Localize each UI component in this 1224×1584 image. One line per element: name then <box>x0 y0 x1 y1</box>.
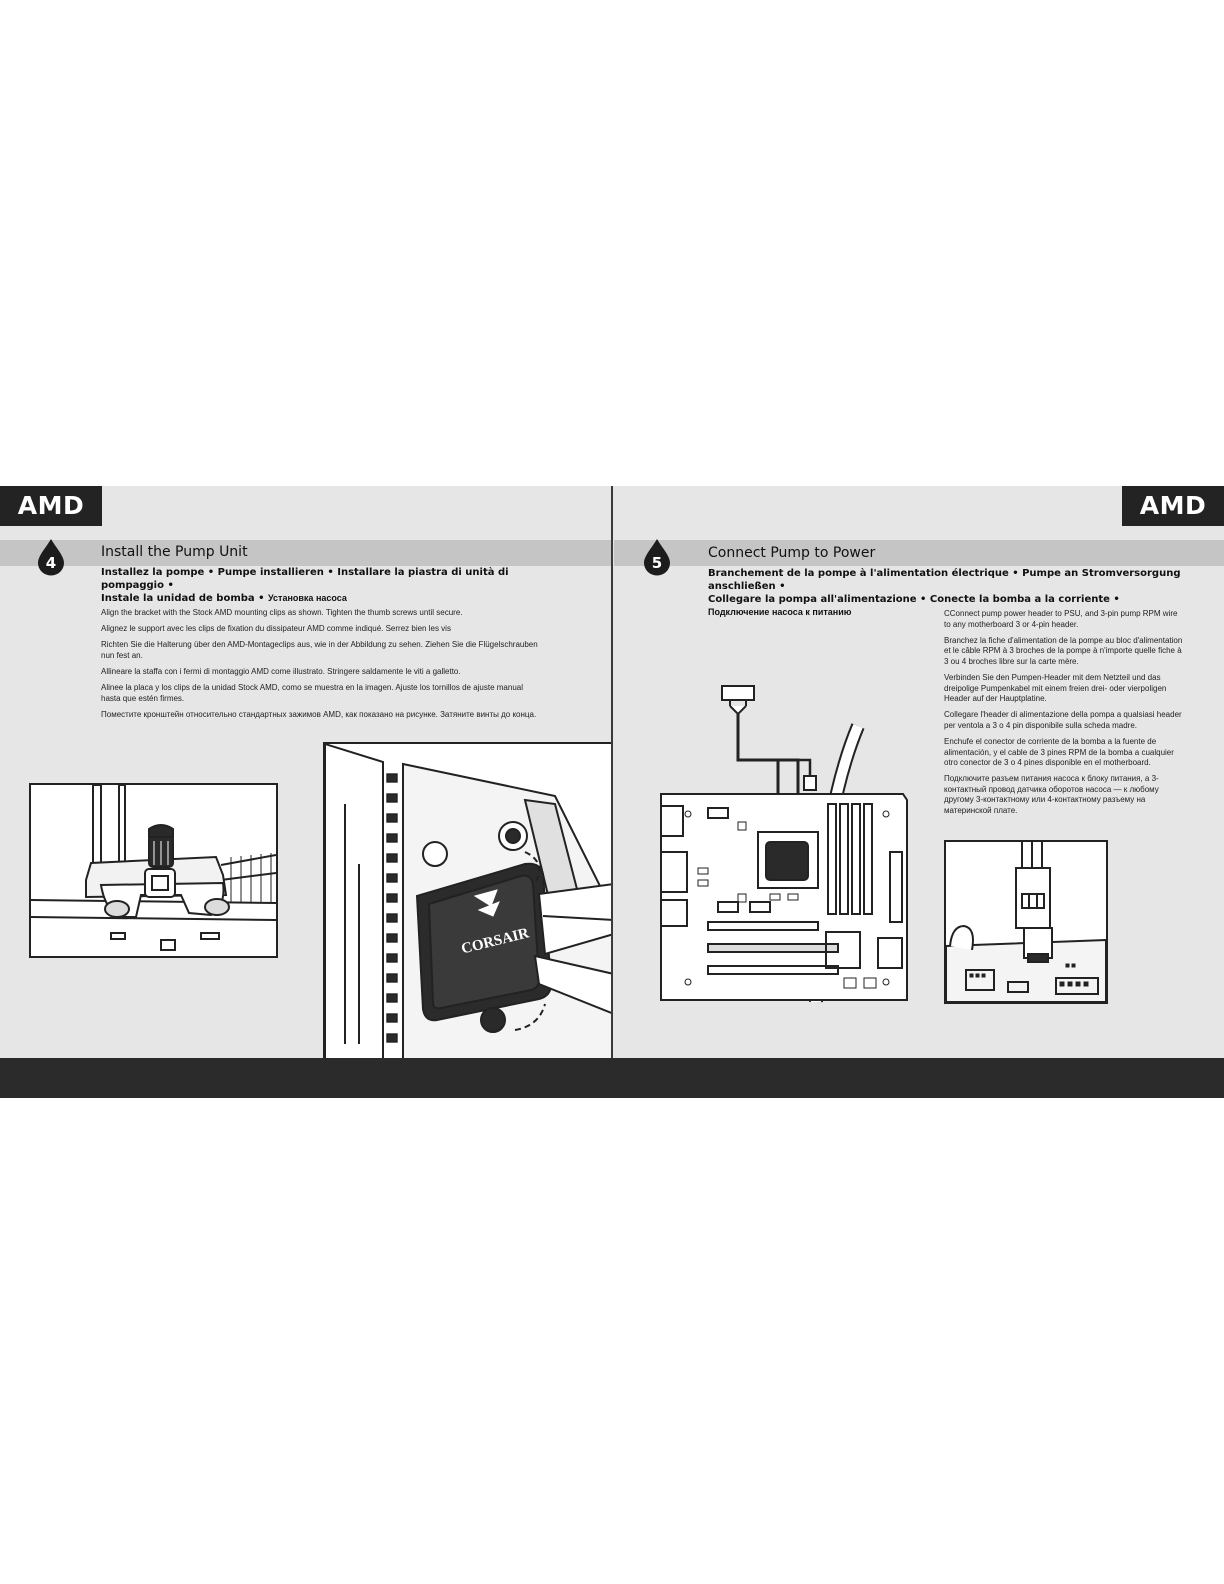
instruction-italian: Allineare la staffa con i fermi di monta… <box>101 666 461 676</box>
bracket-clip-closeup-illustration <box>29 783 278 958</box>
step-number-drop-icon: 5 <box>642 538 672 576</box>
step-subheading: Installez la pompe • Pumpe installieren … <box>101 566 571 605</box>
instruction-english: CConnect pump power header to PSU, and 3… <box>944 609 1178 629</box>
subheading-russian: Подключение насоса к питанию <box>708 607 852 617</box>
instruction-french: Branchez la fiche d'alimentation de la p… <box>944 635 1183 666</box>
instruction-spanish: Enchufe el conector de corriente de la b… <box>944 736 1174 768</box>
step-number: 5 <box>651 554 663 572</box>
instruction-german: Verbinden Sie den Pumpen-Header mit dem … <box>944 672 1167 704</box>
subheading-russian: Установка насоса <box>268 593 347 603</box>
motherboard-connection-illustration <box>658 682 910 1006</box>
instruction-french: Alignez le support avec les clips de fix… <box>101 624 451 634</box>
step-subheading: Branchement de la pompe à l'alimentation… <box>708 567 1213 619</box>
manual-spread: AMD 4 Install the Pump Unit Installez la… <box>0 486 1224 1098</box>
footer-bar <box>0 1058 1224 1098</box>
amd-badge: AMD <box>0 486 102 526</box>
subheading-line: Installez la pompe • Pumpe installieren … <box>101 567 509 591</box>
right-page: AMD 5 Connect Pump to Power Branchement … <box>614 486 1224 1058</box>
page-spine-divider <box>611 486 613 1058</box>
step-title-band <box>614 540 1224 566</box>
left-page: AMD 4 Install the Pump Unit Installez la… <box>0 486 612 1058</box>
step-title: Install the Pump Unit <box>101 544 248 560</box>
step-number: 4 <box>45 554 57 572</box>
subheading-line: Instale la unidad de bomba • <box>101 593 269 604</box>
instruction-spanish: Alinee la placa y los clips de la unidad… <box>101 682 523 703</box>
subheading-line: Branchement de la pompe à l'alimentation… <box>708 568 1181 592</box>
pump-install-illustration: CORSAIR <box>323 742 612 1058</box>
instruction-russian: Подключите разъем питания насоса к блоку… <box>944 774 1159 815</box>
fan-header-closeup-illustration <box>944 840 1108 1004</box>
instruction-russian: Поместите кронштейн относительно стандар… <box>101 709 537 719</box>
step-title-band <box>0 540 612 566</box>
subheading-line: Collegare la pompa all'alimentazione • C… <box>708 594 1120 605</box>
instruction-english: Align the bracket with the Stock AMD mou… <box>101 608 463 617</box>
instructions: CConnect pump power header to PSU, and 3… <box>944 609 1184 822</box>
step-title: Connect Pump to Power <box>708 545 876 561</box>
amd-badge: AMD <box>1122 486 1224 526</box>
instruction-italian: Collegare l'header di alimentazione dell… <box>944 710 1182 730</box>
instruction-german: Richten Sie die Halterung über den AMD-M… <box>101 640 538 660</box>
instructions: Align the bracket with the Stock AMD mou… <box>101 608 541 726</box>
step-number-drop-icon: 4 <box>36 538 66 576</box>
